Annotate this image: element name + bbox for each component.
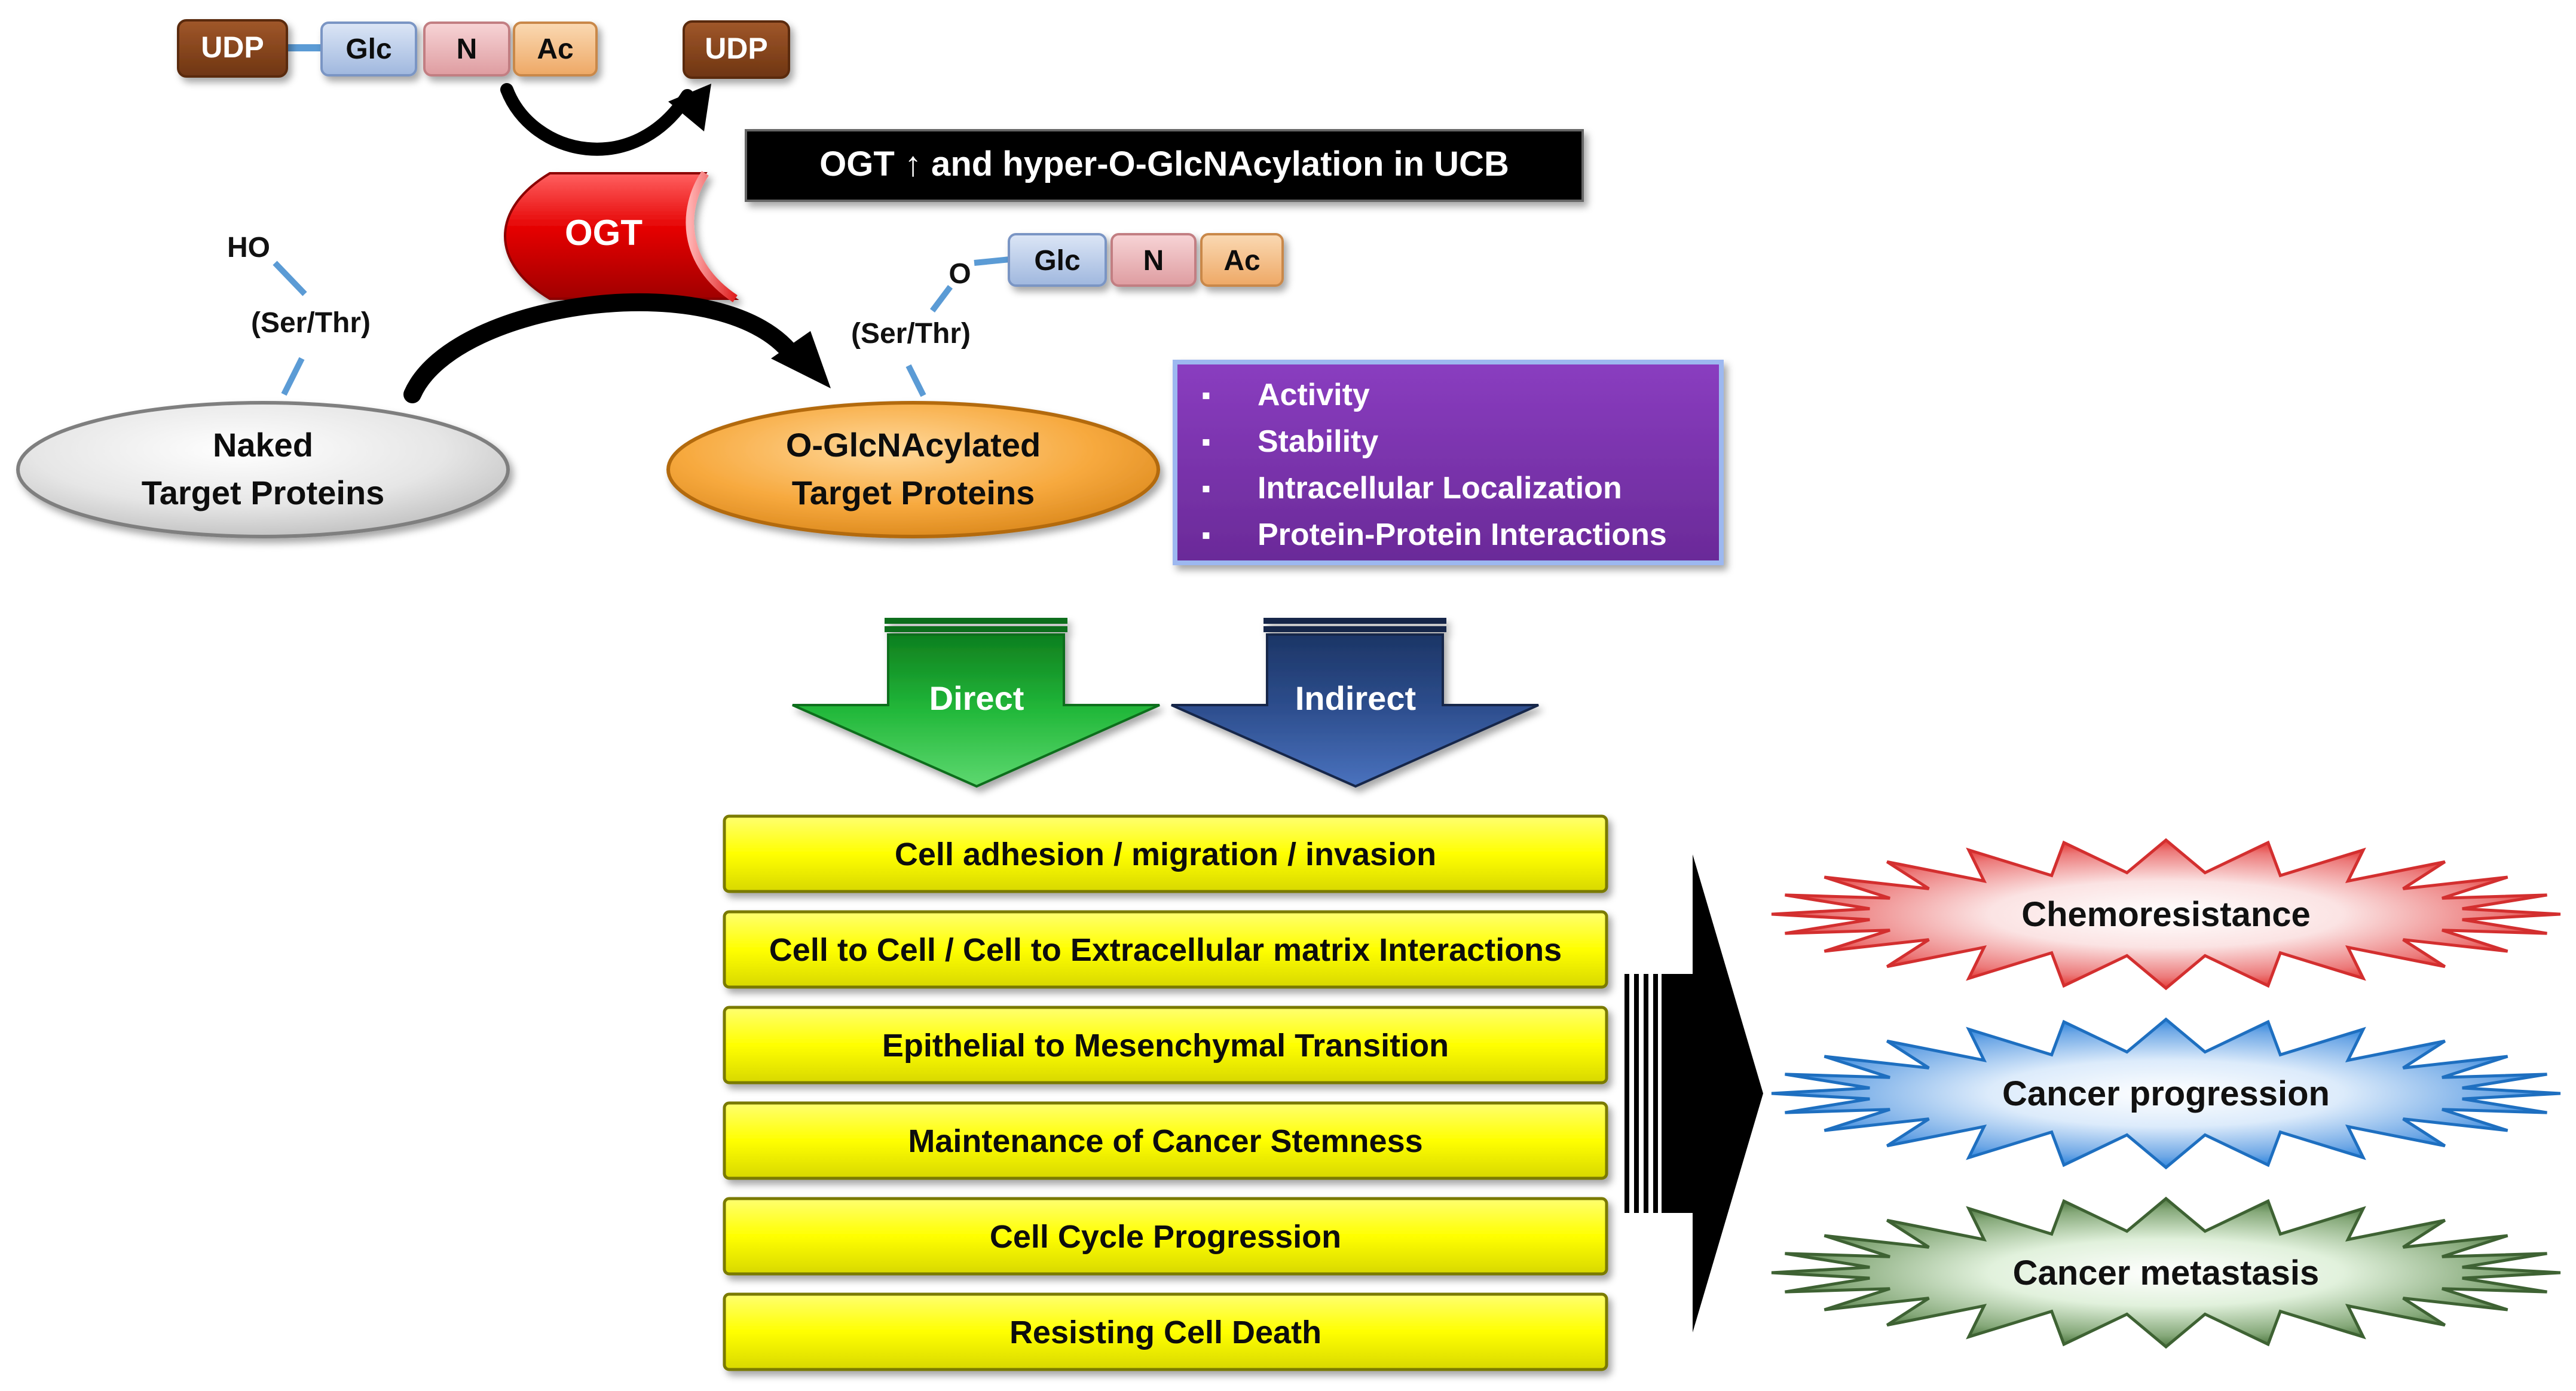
effect-label: Activity xyxy=(1258,378,1370,412)
modified-oxygen-label: O xyxy=(949,258,971,290)
donor-n-block: N xyxy=(423,22,510,76)
effect-label: Stability xyxy=(1258,424,1378,459)
naked-protein-link xyxy=(281,357,305,396)
process-label: Cell to Cell / Cell to Extracellular mat… xyxy=(769,932,1562,968)
process-label: Epithelial to Mesenchymal Transition xyxy=(882,1028,1449,1064)
starburst-shape xyxy=(1771,1196,2561,1349)
cancer-hallmark-processes: Cell adhesion / migration / invasion Cel… xyxy=(723,814,1608,1371)
outcome-starbursts: Chemoresistance Cancer progression Cance… xyxy=(1771,838,2561,1349)
naked-line2: Target Proteins xyxy=(142,474,385,511)
ogt-enzyme: OGT xyxy=(504,171,739,302)
donor-ac-block: Ac xyxy=(513,22,598,76)
released-udp-block: UDP xyxy=(683,20,790,79)
modified-glc-label: Glc xyxy=(1034,245,1080,277)
outcome-label: Chemoresistance xyxy=(2021,895,2311,934)
starburst-shape xyxy=(1771,1017,2561,1170)
modified-line2: Target Proteins xyxy=(792,474,1035,511)
naked-hydroxyl-label: HO xyxy=(227,232,270,264)
ogt-banner-text: OGT ↑ and hyper-O-GlcNAcylation in UCB xyxy=(819,145,1509,183)
process-box-2: Epithelial to Mesenchymal Transition xyxy=(723,1006,1608,1084)
outcome-arrow xyxy=(1624,854,1763,1332)
effect-item-0: ▪ Activity xyxy=(1201,378,1370,412)
effect-item-2: ▪ Intracellular Localization xyxy=(1201,471,1622,505)
donor-udp-label: UDP xyxy=(201,30,264,64)
modified-line1: O-GlcNAcylated xyxy=(786,426,1041,464)
effect-bullet: ▪ xyxy=(1201,381,1211,410)
process-box-1: Cell to Cell / Cell to Extracellular mat… xyxy=(723,910,1608,989)
modified-serthr-site: O Glc N Ac (Ser/Thr) xyxy=(851,233,1284,397)
process-label: Maintenance of Cancer Stemness xyxy=(908,1123,1422,1159)
effect-bullet: ▪ xyxy=(1201,474,1211,503)
process-box-3: Maintenance of Cancer Stemness xyxy=(723,1101,1608,1180)
ogt-banner: OGT ↑ and hyper-O-GlcNAcylation in UCB xyxy=(745,129,1584,202)
modified-n-label: N xyxy=(1143,245,1164,277)
process-label: Cell Cycle Progression xyxy=(990,1219,1341,1255)
process-box-0: Cell adhesion / migration / invasion xyxy=(723,814,1608,893)
effect-item-3: ▪ Protein-Protein Interactions xyxy=(1201,517,1667,552)
naked-ho-link xyxy=(273,261,307,296)
udp-glcnac-donor: UDP Glc N Ac xyxy=(177,19,598,78)
naked-line1: Naked xyxy=(213,426,313,464)
process-box-5: Resisting Cell Death xyxy=(723,1292,1608,1371)
outcome-cancer-progression: Cancer progression xyxy=(1771,1017,2561,1170)
modified-protein-link xyxy=(905,364,926,397)
udp-release-arrow xyxy=(500,83,694,156)
outcome-label: Cancer progression xyxy=(2002,1074,2330,1113)
process-label: Resisting Cell Death xyxy=(1009,1315,1321,1350)
effect-bullet: ▪ xyxy=(1201,427,1211,456)
released-udp-label: UDP xyxy=(705,32,768,65)
outcome-label: Cancer metastasis xyxy=(2013,1254,2320,1292)
modified-ac-label: Ac xyxy=(1223,245,1260,277)
naked-serthr-site: HO (Ser/Thr) xyxy=(227,232,371,396)
outcome-chemoresistance: Chemoresistance xyxy=(1771,838,2561,991)
effect-item-1: ▪ Stability xyxy=(1201,424,1378,459)
functional-effects-box: ▪ Activity ▪ Stability ▪ Intracellular L… xyxy=(1173,360,1724,565)
udp-release-arrowhead xyxy=(668,84,711,131)
donor-n-label: N xyxy=(457,33,478,65)
naked-target-proteins: Naked Target Proteins xyxy=(16,401,510,538)
glcnacylated-target-proteins: O-GlcNAcylated Target Proteins xyxy=(666,401,1160,538)
donor-glc-label: Glc xyxy=(345,33,391,65)
modified-residue-label: (Ser/Thr) xyxy=(851,318,971,350)
direct-route-arrow: Direct xyxy=(792,618,1160,788)
starburst-shape xyxy=(1771,838,2561,991)
modified-o-residue-link xyxy=(930,285,953,312)
modified-glc-block: Glc xyxy=(1008,233,1107,287)
modified-ac-block: Ac xyxy=(1200,233,1284,287)
process-box-4: Cell Cycle Progression xyxy=(723,1197,1608,1276)
donor-glc-block: Glc xyxy=(320,22,417,76)
outcome-cancer-metastasis: Cancer metastasis xyxy=(1771,1196,2561,1349)
effect-bullet: ▪ xyxy=(1201,520,1211,550)
effect-label: Protein-Protein Interactions xyxy=(1258,517,1667,552)
modified-n-block: N xyxy=(1110,233,1197,287)
donor-ac-label: Ac xyxy=(537,33,573,65)
process-label: Cell adhesion / migration / invasion xyxy=(895,837,1436,872)
ogt-enzyme-label: OGT xyxy=(565,213,643,253)
glcnacylation-reaction-arrow xyxy=(403,293,804,403)
direct-route-label: Direct xyxy=(929,679,1024,717)
indirect-route-arrow: Indirect xyxy=(1171,618,1539,788)
effect-label: Intracellular Localization xyxy=(1258,471,1622,505)
naked-residue-label: (Ser/Thr) xyxy=(251,307,371,339)
donor-udp-block: UDP xyxy=(177,19,288,78)
modified-o-glc-link xyxy=(974,256,1011,266)
indirect-route-label: Indirect xyxy=(1295,679,1416,717)
glcnacylation-reaction-arrowhead xyxy=(771,331,831,388)
